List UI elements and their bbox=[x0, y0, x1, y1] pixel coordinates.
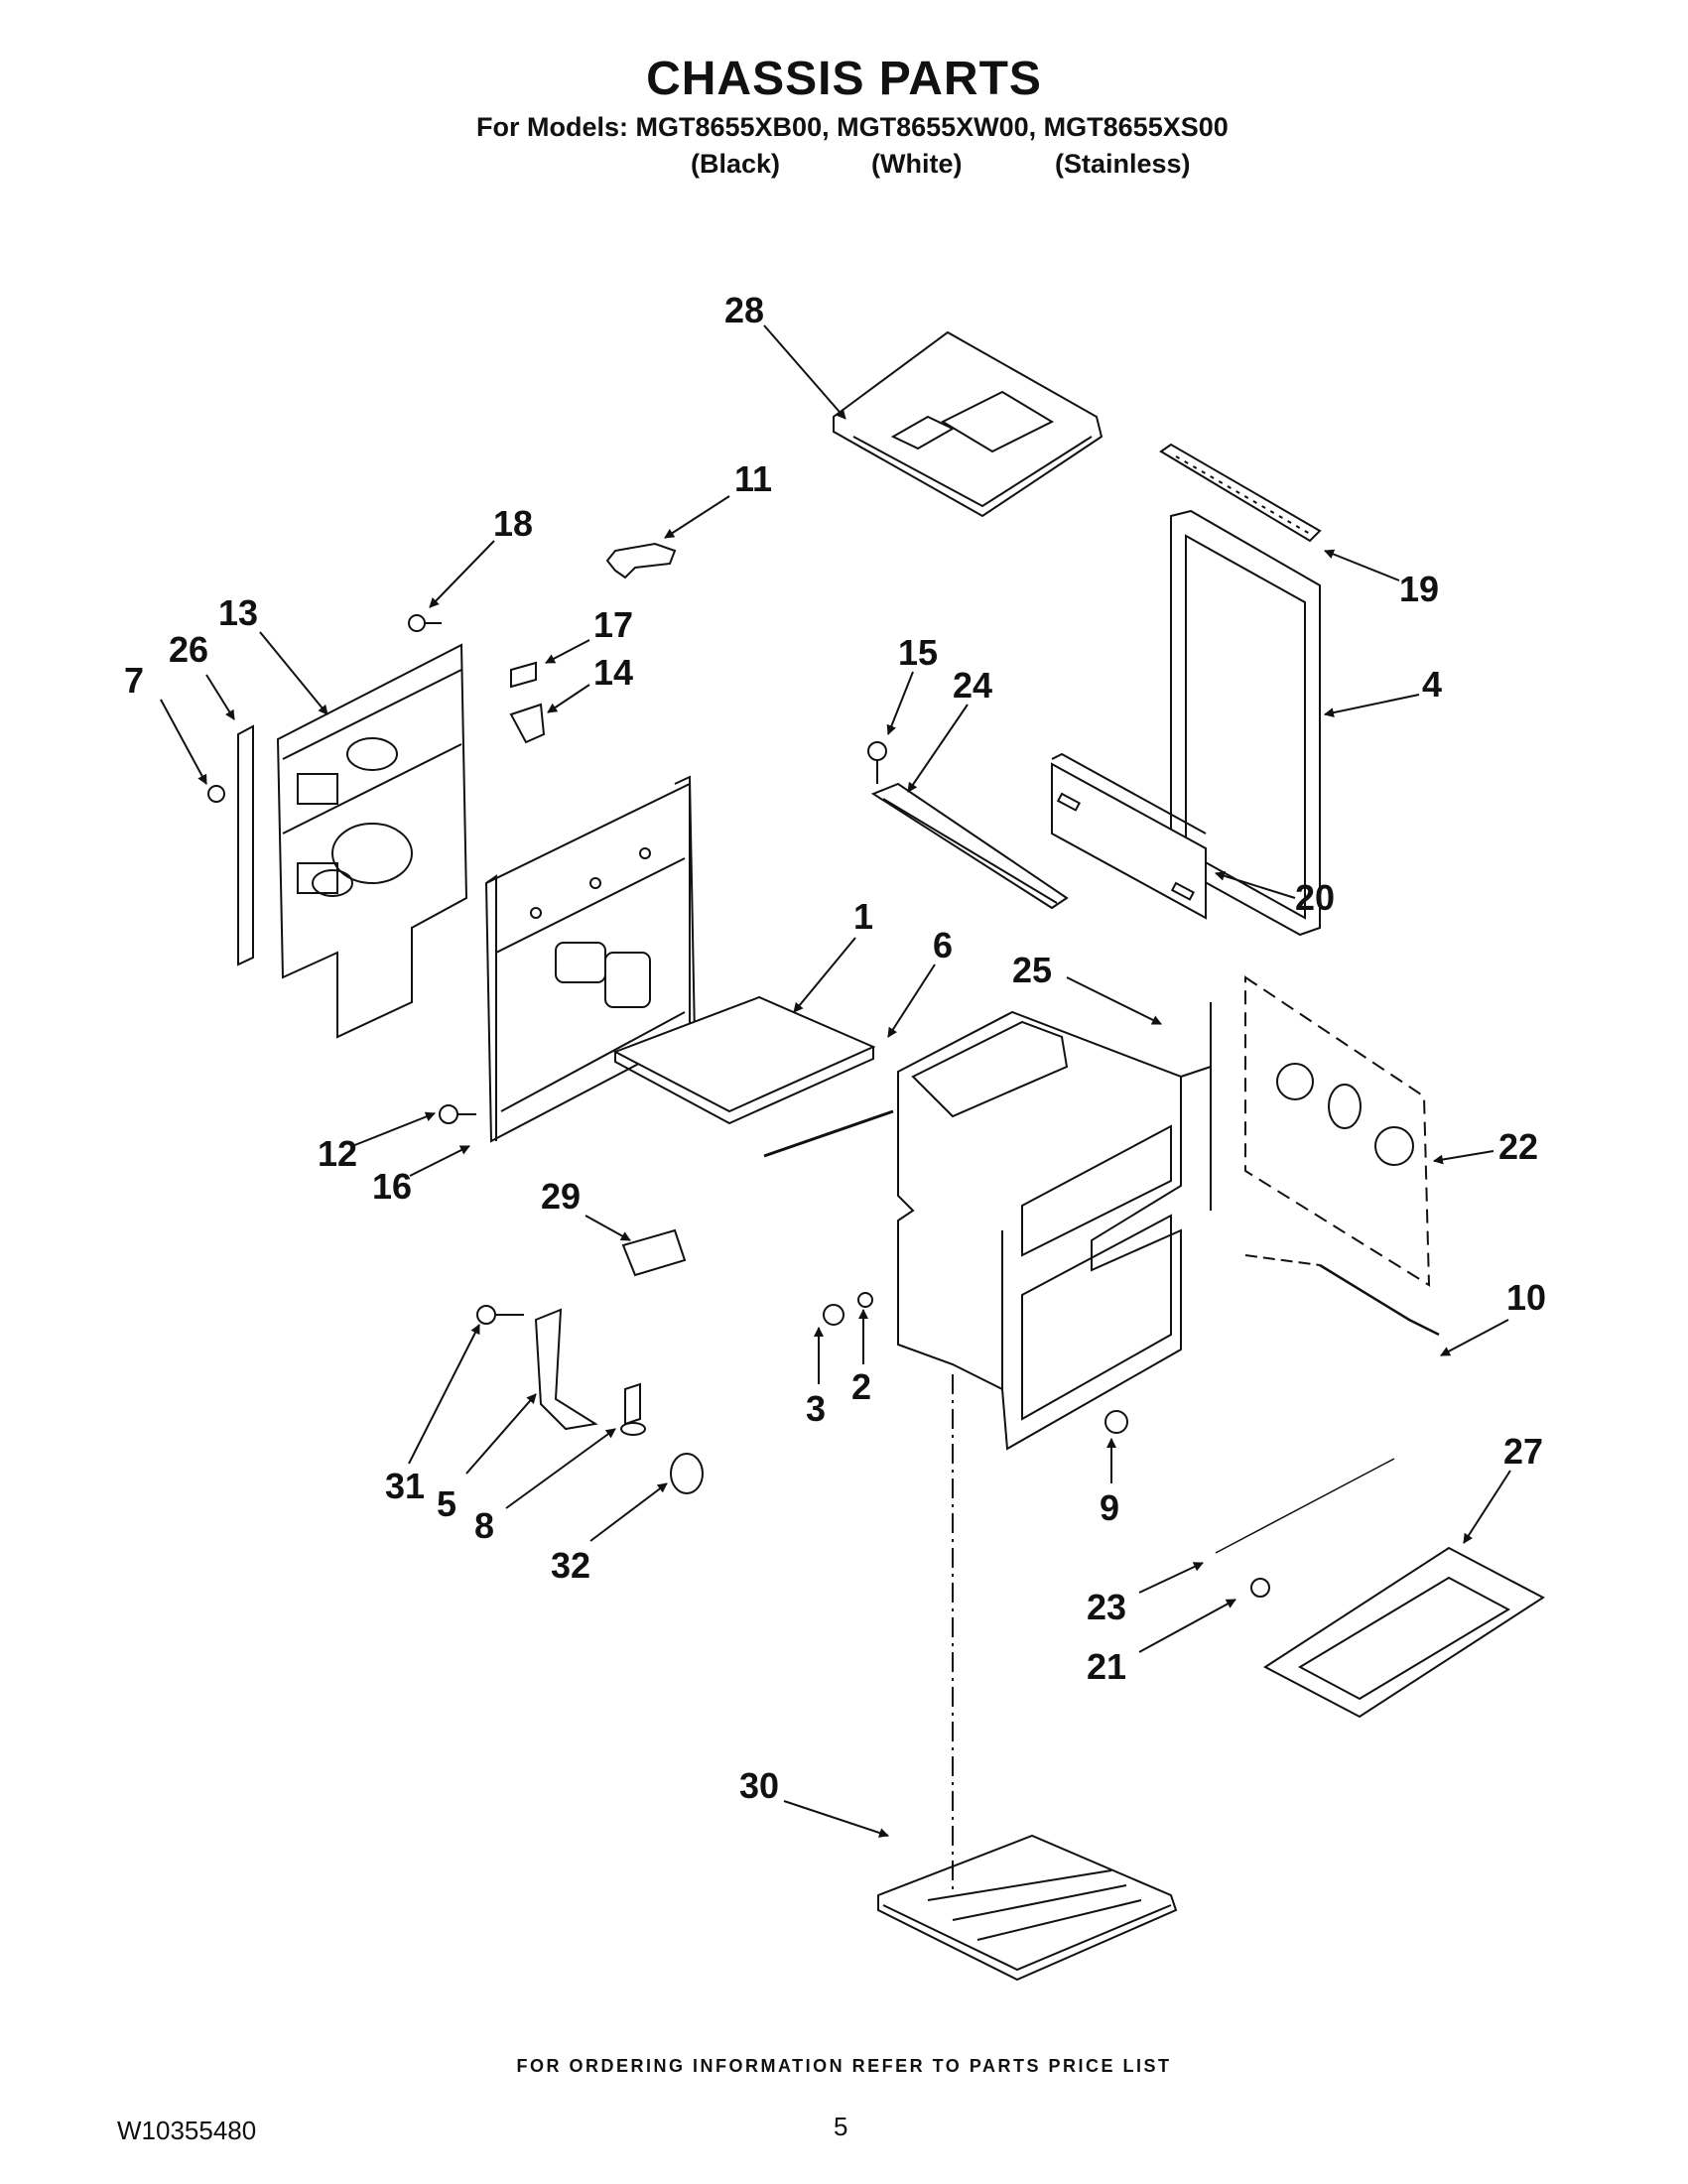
callout-18: 18 bbox=[493, 503, 533, 544]
strip-26-part bbox=[237, 724, 254, 966]
callout-5: 5 bbox=[437, 1483, 456, 1524]
leveling-bracket-part bbox=[534, 1308, 598, 1431]
broiler-pan-part bbox=[1263, 1546, 1545, 1719]
callout-9: 9 bbox=[1100, 1487, 1119, 1528]
screw-18-part bbox=[408, 614, 426, 632]
callout-10: 10 bbox=[1506, 1277, 1546, 1318]
callout-7: 7 bbox=[124, 660, 144, 701]
callout-14: 14 bbox=[593, 652, 633, 693]
callout-23: 23 bbox=[1087, 1587, 1126, 1627]
leveling-leg-part bbox=[624, 1382, 641, 1426]
callout-16: 16 bbox=[372, 1166, 412, 1207]
panel-part bbox=[1051, 762, 1207, 920]
screw-3-part bbox=[823, 1304, 844, 1326]
callout-4: 4 bbox=[1422, 664, 1442, 705]
callout-8: 8 bbox=[474, 1505, 494, 1546]
callout-24: 24 bbox=[953, 665, 992, 706]
base-tray-part bbox=[877, 1834, 1178, 1982]
rod-part bbox=[763, 1109, 894, 1158]
rear-chassis-part bbox=[484, 775, 696, 1143]
callout-15: 15 bbox=[898, 632, 938, 673]
callout-2: 2 bbox=[851, 1366, 871, 1407]
washer-32-part bbox=[670, 1453, 704, 1494]
page-number: 5 bbox=[834, 2112, 848, 2141]
bracket-11-part bbox=[605, 542, 677, 579]
screw-21-part bbox=[1250, 1578, 1270, 1598]
rail-part bbox=[870, 782, 1069, 910]
callout-28: 28 bbox=[724, 290, 764, 330]
callout-21: 21 bbox=[1087, 1646, 1126, 1687]
part-14 bbox=[509, 703, 546, 744]
callout-22: 22 bbox=[1498, 1126, 1538, 1167]
models-line: For Models: MGT8655XB00, MGT8655XW00, MG… bbox=[476, 112, 1229, 142]
bracket-29-part bbox=[621, 1228, 687, 1277]
trim-strip-part bbox=[1159, 443, 1322, 543]
callout-17: 17 bbox=[593, 604, 633, 645]
screw-31-part bbox=[476, 1305, 496, 1325]
screw-15-part bbox=[867, 741, 887, 761]
callout-3: 3 bbox=[806, 1388, 826, 1429]
callout-27: 27 bbox=[1503, 1431, 1543, 1472]
callout-13: 13 bbox=[218, 592, 258, 633]
callout-32: 32 bbox=[551, 1545, 590, 1586]
color-white: (White) bbox=[871, 149, 963, 179]
color-stainless: (Stainless) bbox=[1055, 149, 1191, 179]
document-number: W10355480 bbox=[117, 2116, 257, 2145]
callout-1: 1 bbox=[853, 896, 873, 937]
oven-cavity-part bbox=[897, 1002, 1212, 1451]
probe-10-part bbox=[1319, 1263, 1440, 1337]
callout-30: 30 bbox=[739, 1765, 779, 1806]
callout-12: 12 bbox=[318, 1133, 357, 1174]
lamp-assembly-part bbox=[1244, 975, 1431, 1287]
knob-9-part bbox=[1104, 1410, 1128, 1434]
callout-31: 31 bbox=[385, 1466, 425, 1506]
rear-panel-part bbox=[276, 643, 468, 1039]
callout-26: 26 bbox=[169, 629, 208, 670]
screw-12-part bbox=[439, 1104, 458, 1124]
callout-6: 6 bbox=[933, 925, 953, 965]
top-cover-part bbox=[833, 330, 1104, 518]
ordering-note: FOR ORDERING INFORMATION REFER TO PARTS … bbox=[516, 2056, 1172, 2076]
color-black: (Black) bbox=[691, 149, 781, 179]
callout-11: 11 bbox=[734, 458, 772, 499]
callout-25: 25 bbox=[1012, 950, 1052, 990]
page-title: CHASSIS PARTS bbox=[646, 53, 1042, 105]
part-17 bbox=[510, 661, 537, 689]
callout-20: 20 bbox=[1295, 877, 1335, 918]
callout-29: 29 bbox=[541, 1176, 581, 1217]
clip-7-part bbox=[207, 785, 225, 803]
probe-wire-23-part bbox=[1215, 1458, 1395, 1554]
callout-19: 19 bbox=[1399, 569, 1439, 609]
washer-2-part bbox=[857, 1292, 873, 1308]
